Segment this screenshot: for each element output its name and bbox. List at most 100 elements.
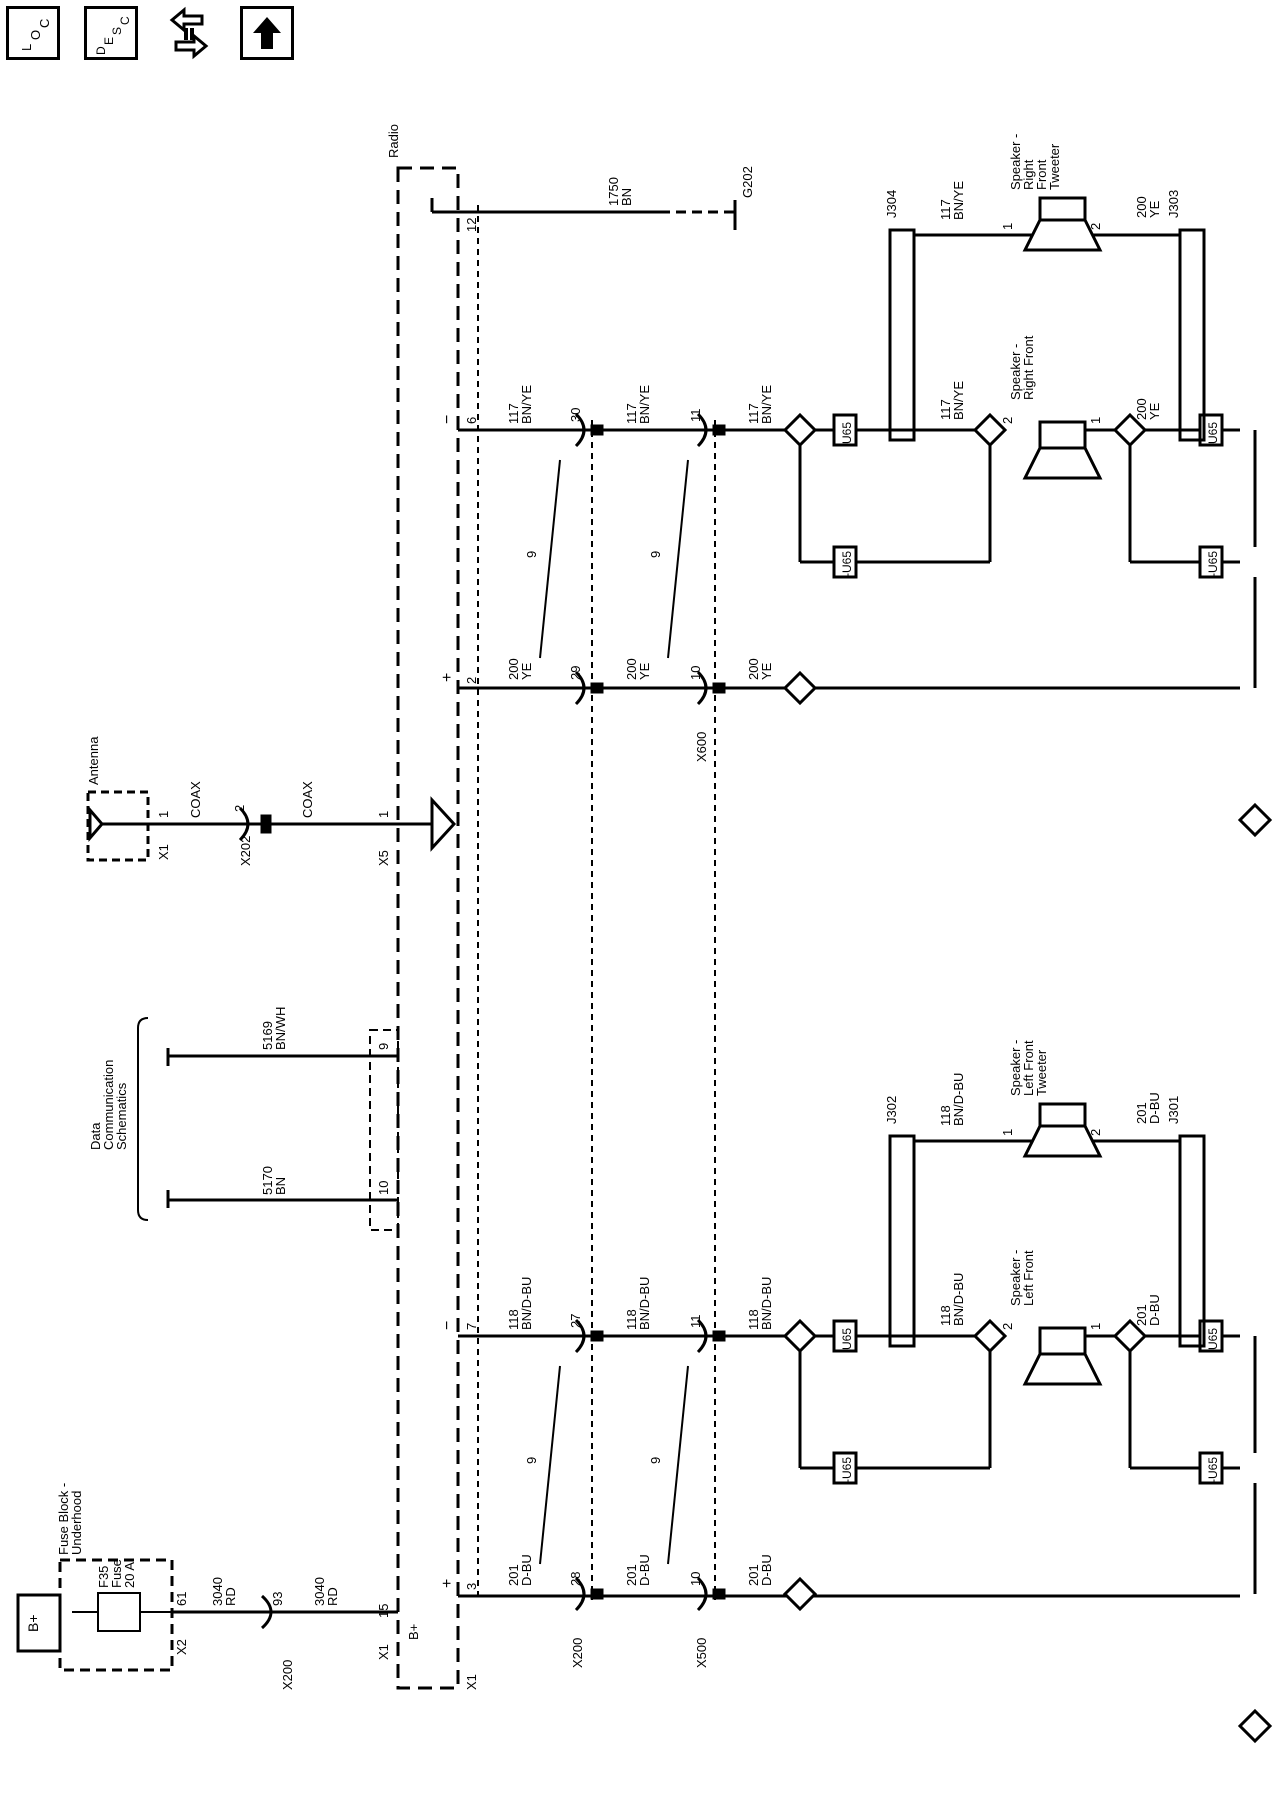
section-lf-j-right: J301	[1166, 1096, 1181, 1124]
svg-text:Left Front: Left Front	[1021, 1040, 1036, 1096]
svg-text:BN: BN	[619, 188, 634, 206]
b-plus-box	[16, 1593, 62, 1653]
x1-radio-label: X1	[464, 1674, 479, 1690]
home-arrows-icon	[169, 6, 209, 60]
svg-text:3: 3	[464, 1583, 479, 1590]
svg-text:X500: X500	[694, 1638, 709, 1668]
svg-text:D-BU: D-BU	[637, 1554, 652, 1586]
svg-text:118: 118	[506, 1309, 521, 1330]
section-rf-plus: +	[439, 673, 456, 682]
x200-fuse-label: X200	[280, 1660, 295, 1690]
left-front-speaker-section: +−37201D-BU118BN/D-BU2827201D-BU118BN/D-…	[439, 1040, 1273, 1744]
fuse-block-label: Fuse Block -Underhood	[56, 1483, 84, 1555]
svg-text:10: 10	[376, 1181, 391, 1195]
svg-text:COAX: COAX	[188, 781, 203, 818]
svg-text:Front: Front	[1034, 159, 1049, 190]
x1-antenna-label: X1	[156, 844, 171, 860]
section-rf-tweeter-pin-1: 1	[1000, 223, 1015, 230]
svg-text:118: 118	[938, 1105, 953, 1126]
svg-text:117: 117	[746, 403, 761, 424]
section-lf-twist-2: 9	[648, 1457, 663, 1464]
svg-text:200: 200	[1134, 398, 1149, 420]
svg-text:Speaker -: Speaker -	[1008, 134, 1023, 190]
pin-1-antenna-label: 1	[156, 811, 171, 818]
section-lf-j-left: J302	[884, 1096, 899, 1124]
svg-text:28: 28	[568, 1572, 583, 1586]
x1-fuse-label: X1	[376, 1644, 391, 1660]
up-button[interactable]	[240, 6, 294, 60]
svg-text:D-BU: D-BU	[519, 1554, 534, 1586]
svg-text:117: 117	[506, 403, 521, 424]
svg-text:B+: B+	[25, 1614, 41, 1632]
svg-text:15: 15	[376, 1604, 391, 1618]
svg-text:118: 118	[938, 1305, 953, 1326]
connector-x200-fuse	[260, 1594, 273, 1630]
coax-label-2: COAX	[300, 781, 315, 818]
svg-text:RD: RD	[325, 1587, 340, 1606]
section-lf-plus: +	[439, 1579, 456, 1588]
svg-text:2: 2	[232, 805, 247, 812]
section-rf-u65-a: U65	[840, 422, 854, 444]
up-arrow-icon	[253, 17, 281, 49]
svg-text:7: 7	[464, 1323, 479, 1330]
svg-text:200: 200	[746, 658, 761, 680]
svg-text:B+: B+	[406, 1624, 421, 1640]
svg-text:-U65: -U65	[840, 1457, 854, 1483]
svg-text:Right Front: Right Front	[1021, 335, 1036, 400]
section-lf-speaker-pin-1: 1	[1088, 1323, 1103, 1330]
svg-text:201: 201	[1134, 1102, 1149, 1124]
svg-text:C: C	[118, 16, 132, 25]
svg-text:1: 1	[1000, 1129, 1015, 1136]
section-rf-minus: −	[439, 415, 456, 424]
svg-text:−: −	[439, 1321, 456, 1330]
svg-text:S: S	[110, 27, 124, 35]
svg-text:X1: X1	[464, 1674, 479, 1690]
section-lf-u65-b: U65	[1206, 1328, 1220, 1350]
svg-text:YE: YE	[1147, 200, 1162, 218]
svg-text:-U65: -U65	[1206, 1457, 1220, 1483]
svg-text:BN/YE: BN/YE	[637, 385, 652, 424]
home-button[interactable]	[162, 6, 216, 60]
svg-text:Left Front: Left Front	[1021, 1250, 1036, 1306]
section-rf-twist-1: 9	[524, 551, 539, 558]
desc-button[interactable]: D E S C	[84, 6, 138, 60]
svg-text:YE: YE	[1147, 402, 1162, 420]
section-lf-pin-10: 10	[688, 1572, 703, 1586]
svg-text:1: 1	[1000, 223, 1015, 230]
svg-text:Tweeter: Tweeter	[1047, 143, 1062, 190]
antenna-label: Antenna	[86, 736, 101, 785]
coax-label-1: COAX	[188, 781, 203, 818]
svg-text:BN: BN	[273, 1177, 288, 1195]
svg-text:117: 117	[624, 403, 639, 424]
svg-text:YE: YE	[519, 662, 534, 680]
svg-text:1: 1	[1088, 417, 1103, 424]
section-lf-x-label: X500	[694, 1638, 709, 1668]
section-rf-tweeter-pin-2: 2	[1088, 223, 1103, 230]
svg-text:Tweeter: Tweeter	[1034, 1049, 1049, 1096]
loc-button[interactable]: L O C	[6, 6, 60, 60]
section-lf-pin-minus: 7	[464, 1323, 479, 1330]
svg-text:BN/D-BU: BN/D-BU	[951, 1273, 966, 1326]
section-rf-speaker-pin-1: 1	[1088, 417, 1103, 424]
svg-text:2: 2	[1088, 1129, 1103, 1136]
svg-text:BN/YE: BN/YE	[951, 381, 966, 420]
svg-text:9: 9	[524, 1457, 539, 1464]
section-lf-tweeter-pin-1: 1	[1000, 1129, 1015, 1136]
pin-2-x202-label: 2	[232, 805, 247, 812]
svg-text:1: 1	[1088, 1323, 1103, 1330]
radio-label: Radio	[386, 124, 401, 158]
section-lf-pin-11: 11	[688, 1315, 703, 1329]
svg-text:117: 117	[938, 399, 953, 420]
svg-text:E: E	[102, 37, 116, 45]
x202-label: X202	[238, 836, 253, 866]
section-rf-twist-2: 9	[648, 551, 663, 558]
section-rf-u65-b: U65	[1206, 422, 1220, 444]
